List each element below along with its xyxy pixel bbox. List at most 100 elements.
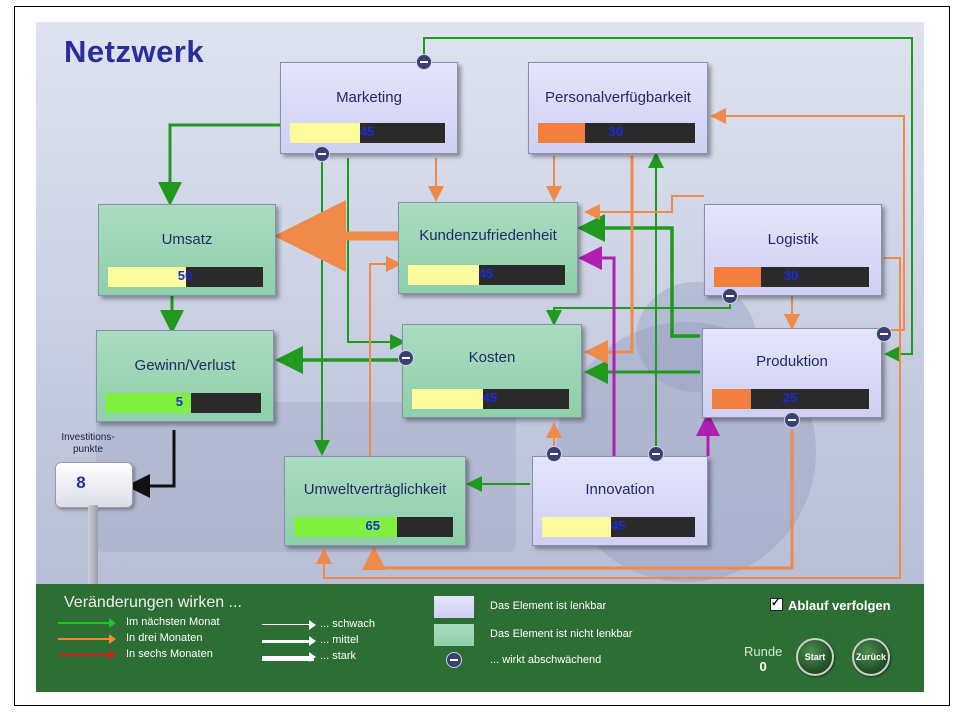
value-bar: 30: [538, 123, 695, 143]
legend-title: Veränderungen wirken ...: [64, 594, 242, 611]
value-fill: [106, 393, 192, 413]
arrow-innovation-kunden: [578, 246, 616, 456]
legend-panel: Veränderungen wirken ... Im nächsten Mon…: [36, 584, 924, 692]
node-produktion[interactable]: Produktion 25: [702, 328, 882, 418]
legend-arrow-medium: [262, 636, 316, 646]
arrow-produktion-kunden: [577, 214, 700, 338]
value-fill: [714, 267, 761, 287]
node-label: Produktion: [756, 353, 828, 370]
legend-timing-2: In drei Monaten: [126, 632, 203, 644]
arrow-marketing-top: [423, 37, 913, 362]
node-label: Umsatz: [161, 231, 213, 248]
ablauf-label: Ablauf verfolgen: [788, 598, 891, 613]
value-bar: 45: [408, 265, 565, 285]
legend-strength-2: ... mittel: [320, 634, 359, 646]
value-fill: [712, 389, 752, 409]
invest-label: Investitions- punkte: [56, 432, 120, 456]
value-fill: [538, 123, 586, 143]
invest-sign-pole: [88, 505, 98, 585]
node-label: Logistik: [767, 231, 819, 248]
legend-timing-3: In sechs Monaten: [126, 648, 213, 660]
runde-value: 0: [759, 659, 767, 674]
arrow-logistik-kosten: [546, 296, 731, 326]
legend-arrow-strong: [262, 652, 316, 662]
ablauf-checkbox[interactable]: Ablauf verfolgen: [770, 596, 891, 613]
arrow-logistik-bottom: [316, 257, 901, 579]
legend-strength-3: ... stark: [320, 650, 357, 662]
node-innovation[interactable]: Innovation 45: [532, 456, 708, 546]
weakening-icon: [398, 350, 414, 366]
value-bar: 45: [542, 517, 695, 537]
legend-timing-1: Im nächsten Monat: [126, 616, 220, 628]
legend-arrow-six-months: [58, 650, 116, 660]
weakening-icon: [546, 446, 562, 462]
value-text: 65: [365, 518, 381, 533]
node-label: Kosten: [468, 349, 516, 366]
legend-arrow-three-months: [58, 634, 116, 644]
weakening-icon: [648, 446, 664, 462]
runde-display: Runde 0: [744, 644, 782, 674]
value-text: 30: [608, 124, 624, 139]
node-logistik[interactable]: Logistik 30: [704, 204, 882, 296]
value-text: 5: [175, 394, 183, 409]
legend-swatch-nicht-lenkbar: [434, 624, 474, 646]
value-text: 25: [782, 390, 798, 405]
start-button[interactable]: Start: [796, 638, 834, 676]
node-label: Innovation: [585, 481, 655, 498]
value-bar: 45: [290, 123, 445, 143]
arrow-produktion-personal: [710, 108, 905, 331]
weakening-icon: [784, 412, 800, 428]
node-gewinn-verlust: Gewinn/Verlust 5: [96, 330, 274, 422]
value-text: 45: [610, 518, 626, 533]
arrow-logistik-kunden: [584, 195, 704, 220]
invest-label-line2: punkte: [72, 444, 104, 455]
invest-points-box: 8: [55, 462, 133, 508]
checkbox-checked-icon[interactable]: [770, 596, 783, 611]
value-bar: 30: [714, 267, 869, 287]
value-bar: 50: [108, 267, 263, 287]
node-label: Gewinn/Verlust: [134, 357, 236, 374]
legend-abschwaechend-text: ... wirkt abschwächend: [490, 654, 602, 666]
value-text: 45: [359, 124, 375, 139]
weakening-icon: [446, 652, 462, 668]
weakening-icon: [876, 326, 892, 342]
legend-lenkbar-text: Das Element ist lenkbar: [490, 600, 607, 612]
node-umweltvertraeglichkeit: Umweltverträglichkeit 65: [284, 456, 466, 546]
node-label: Kundenzufriedenheit: [419, 227, 557, 244]
value-fill: [108, 267, 186, 287]
arrow-umwelt-kunden: [369, 256, 402, 456]
value-text: 30: [783, 268, 799, 283]
arrow-gewinn-invest: [126, 430, 176, 498]
value-bar: 45: [412, 389, 569, 409]
value-fill: [542, 517, 611, 537]
node-label: Umweltverträglichkeit: [303, 481, 447, 498]
value-fill: [412, 389, 483, 409]
invest-label-line1: Investitions-: [61, 432, 115, 443]
weakening-icon: [314, 146, 330, 162]
value-fill: [408, 265, 479, 285]
back-button[interactable]: Zurück: [852, 638, 890, 676]
value-fill: [294, 517, 398, 537]
value-text: 50: [177, 268, 193, 283]
arrow-marketing-umsatz: [158, 123, 280, 206]
arrow-personal-kosten: [584, 156, 634, 364]
arrow-marketing-kosten: [347, 158, 406, 350]
page-title: Netzwerk: [64, 34, 205, 69]
value-text: 45: [482, 390, 498, 405]
node-kundenzufriedenheit: Kundenzufriedenheit 45: [398, 202, 578, 294]
node-label: Marketing: [336, 89, 402, 106]
invest-points-value: 8: [76, 473, 86, 492]
node-kosten: Kosten 45: [402, 324, 582, 418]
legend-swatch-lenkbar: [434, 596, 474, 618]
node-umsatz: Umsatz 50: [98, 204, 276, 296]
legend-arrow-weak: [262, 620, 316, 630]
legend-arrow-next-month: [58, 618, 116, 628]
value-bar: 65: [294, 517, 453, 537]
node-personalverfuegbarkeit[interactable]: Personalverfügbarkeit 30: [528, 62, 708, 154]
node-marketing[interactable]: Marketing 45: [280, 62, 458, 154]
legend-strength-1: ... schwach: [320, 618, 376, 630]
arrow-produktion-umwelt: [362, 430, 794, 570]
value-bar: 25: [712, 389, 869, 409]
runde-label: Runde: [744, 644, 783, 659]
weakening-icon: [722, 288, 738, 304]
